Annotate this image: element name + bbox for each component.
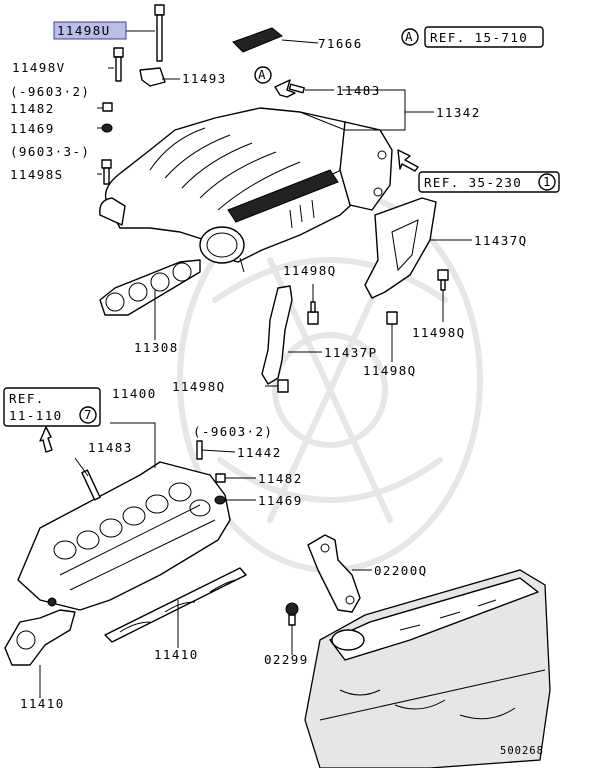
label-11483-top[interactable]: 11483 [336, 83, 381, 98]
bolt-11498q-a [307, 301, 319, 325]
label-11410-a[interactable]: 11410 [154, 647, 199, 662]
gasket-11410-b [4, 609, 76, 666]
callout-a-circle [254, 66, 272, 84]
arrow-ref-35 [397, 149, 419, 172]
label-11400[interactable]: 11400 [112, 386, 157, 401]
ref-35-230-label[interactable]: REF. 35-230 [424, 175, 522, 190]
bolt-11498u [154, 4, 165, 62]
label-11482-top[interactable]: 11482 [10, 101, 55, 116]
arrow-ref-11 [39, 426, 53, 453]
bracket-02200q [307, 534, 361, 613]
stud-11483-top [288, 83, 305, 94]
date-9603-2-top: (-9603·2) [10, 84, 90, 99]
label-11498u[interactable]: 11498U [57, 23, 111, 38]
label-11483-bottom[interactable]: 11483 [88, 440, 133, 455]
leader-lines [39, 30, 472, 698]
date-9603-2-bottom: (-9603·2) [193, 424, 273, 439]
ref-11-110-number: 7 [84, 407, 93, 422]
engine-block [304, 569, 551, 768]
ref-a-circle [401, 28, 419, 46]
highlight-11498u [53, 21, 127, 40]
label-11498v[interactable]: 11498V [12, 60, 66, 75]
ref-11-110-line2[interactable]: 11-110 [9, 408, 63, 423]
lower-intake-manifold [17, 461, 231, 611]
labels: 11498U 71666 A REF. 15-710 11498V 11493 … [3, 21, 560, 757]
ref-35-230-number: 1 [543, 174, 552, 189]
bolt-11498s [101, 159, 112, 185]
ref-35-230-box [418, 171, 560, 193]
bracket-11437q [364, 197, 437, 299]
gasket-71666 [232, 27, 283, 53]
label-11342[interactable]: 11342 [436, 105, 481, 120]
label-11498q-a[interactable]: 11498Q [283, 263, 337, 278]
bolt-11498q-d [277, 379, 289, 393]
bolt-11498q-c [386, 311, 398, 325]
label-11437q[interactable]: 11437Q [474, 233, 528, 248]
diagram-id: 500268 [500, 745, 544, 757]
bolt-11498q-b [437, 269, 449, 291]
washer-11469-bottom [214, 495, 226, 505]
clip-11493 [139, 67, 166, 87]
bolt-02299 [285, 602, 299, 626]
label-11410-b[interactable]: 11410 [20, 696, 65, 711]
ref-15-710-box [424, 26, 544, 48]
label-11442[interactable]: 11442 [237, 445, 282, 460]
ref-35-230-circle [538, 173, 556, 191]
stud-11442 [196, 440, 203, 460]
ref-11-110-box [3, 387, 101, 427]
stud-11483-bottom [81, 469, 101, 501]
date-9603-3: (9603·3-) [10, 144, 90, 159]
bolt-11498v [113, 47, 124, 82]
upper-intake-manifold [99, 107, 393, 273]
label-11469-top[interactable]: 11469 [10, 121, 55, 136]
label-11469-bottom[interactable]: 11469 [258, 493, 303, 508]
arrow-a [274, 79, 296, 98]
label-11493[interactable]: 11493 [182, 71, 227, 86]
callout-a-letter: A [258, 67, 267, 82]
bracket-11437p [261, 285, 293, 385]
label-11498q-b[interactable]: 11498Q [412, 325, 466, 340]
ref-15-710-label[interactable]: REF. 15-710 [430, 30, 528, 45]
nut-11482-bottom [215, 473, 226, 483]
nut-11482-top [102, 102, 113, 112]
label-11482-bottom[interactable]: 11482 [258, 471, 303, 486]
label-71666[interactable]: 71666 [318, 36, 363, 51]
label-02299[interactable]: 02299 [264, 652, 309, 667]
gasket-11410-a [104, 567, 247, 643]
label-11498q-c[interactable]: 11498Q [363, 363, 417, 378]
label-11498q-d[interactable]: 11498Q [172, 379, 226, 394]
washer-11469-top [101, 123, 113, 133]
gasket-11308 [99, 259, 201, 316]
label-11308[interactable]: 11308 [134, 340, 179, 355]
ref-11-110-circle [79, 406, 97, 424]
label-11437p[interactable]: 11437P [324, 345, 378, 360]
ref-11-110-line1[interactable]: REF. [9, 391, 45, 406]
ref-a-letter: A [405, 29, 414, 44]
label-11498s[interactable]: 11498S [10, 167, 64, 182]
label-02200q[interactable]: 02200Q [374, 563, 428, 578]
